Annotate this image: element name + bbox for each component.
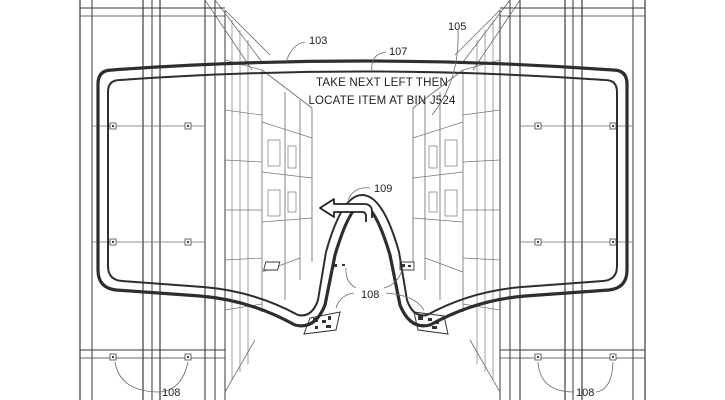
marker-icon — [534, 353, 542, 361]
label-108-bottom-left: 108 — [162, 387, 180, 399]
marker-icon — [609, 353, 617, 361]
marker-icon — [109, 238, 117, 246]
right-aisle-shelving — [412, 69, 464, 312]
label-108-bottom-right: 108 — [576, 387, 594, 399]
label-109: 109 — [374, 183, 392, 195]
marker-icon — [609, 238, 617, 246]
floor-fiducial-icon — [263, 261, 345, 271]
marker-icon — [609, 122, 617, 130]
marker-icon — [184, 122, 192, 130]
label-103: 103 — [309, 35, 327, 47]
display-text: TAKE NEXT LEFT THEN LOCATE ITEM AT BIN J… — [308, 77, 456, 107]
marker-icon — [109, 122, 117, 130]
label-108-center: 108 — [361, 289, 379, 301]
left-turn-arrow-icon — [319, 198, 373, 222]
floor-markers — [109, 122, 617, 361]
marker-icon — [184, 238, 192, 246]
glasses-frame — [96, 59, 629, 328]
left-outer-shelving — [79, 0, 271, 400]
display-text-line-2: LOCATE ITEM AT BIN J524 — [308, 95, 456, 107]
left-aisle-shelving — [261, 69, 313, 312]
floor-fiducial-icon — [399, 261, 415, 271]
label-105: 105 — [448, 21, 466, 33]
display-text-line-1: TAKE NEXT LEFT THEN — [316, 77, 448, 89]
reference-labels: 103 107 105 109 108 108 108 — [114, 21, 614, 399]
marker-icon — [184, 353, 192, 361]
label-107: 107 — [389, 46, 407, 58]
marker-icon — [534, 122, 542, 130]
marker-icon — [534, 238, 542, 246]
marker-icon — [109, 353, 117, 361]
